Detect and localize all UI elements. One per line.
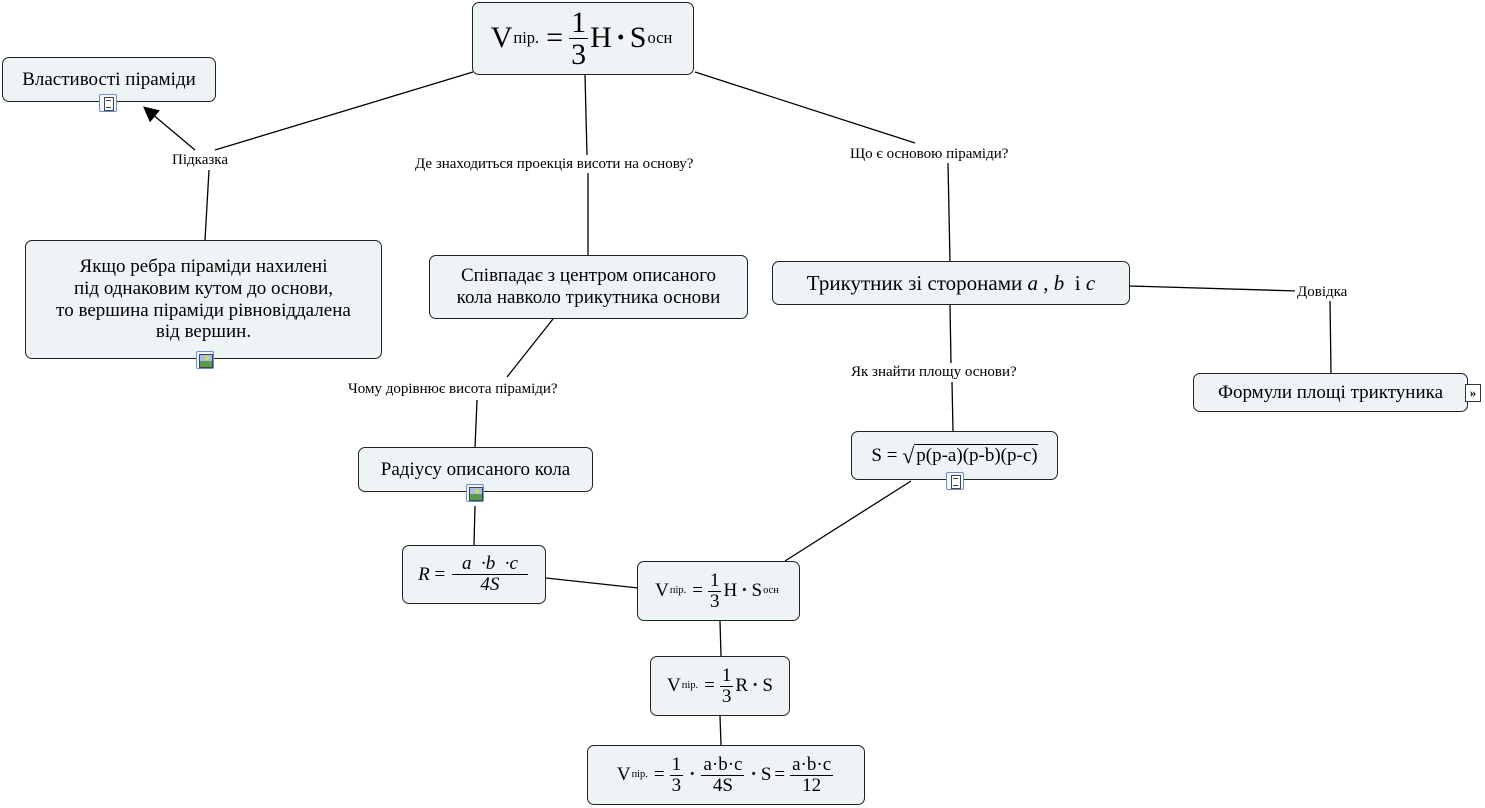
hint-line-2: під однаковим кутом до основи, <box>73 277 334 299</box>
formula-equals: = <box>704 675 715 697</box>
formula-s: S <box>760 764 772 786</box>
formula-dot: · <box>689 764 696 786</box>
sqrt-icon: √ <box>902 442 915 468</box>
formula-sub: пір. <box>681 679 699 691</box>
side-a: a <box>1027 270 1039 295</box>
radicand: p(p-a)(p-b)(p-c) <box>914 444 1038 467</box>
formula-sub: пір. <box>669 584 687 596</box>
formula-s-sub: осн <box>763 584 779 596</box>
formula-s: S <box>629 21 647 55</box>
label-height-question[interactable]: Чому дорівнює висота піраміди? <box>346 380 560 398</box>
formula-s: S <box>751 580 763 602</box>
formula-s: S <box>762 675 773 697</box>
hint-line-1: Якщо ребра піраміди нахилені <box>79 255 328 277</box>
image-icon[interactable] <box>466 484 484 502</box>
formula-v: V <box>490 21 513 55</box>
formula-sub: пір. <box>631 768 648 780</box>
node-area-formulas[interactable]: Формули площі триктуника <box>1193 373 1468 412</box>
formula-h: H <box>723 580 738 602</box>
formula-dot: · <box>741 580 748 602</box>
answer-line-2: кола навколо трикутника основи <box>456 287 721 308</box>
hint-line-3: то вершина піраміди рівновіддалена <box>56 299 351 321</box>
document-icon[interactable] <box>99 94 117 112</box>
node-label: Радіусу описаного кола <box>380 458 571 480</box>
formula-dot: · <box>752 675 759 697</box>
formula-equals: = <box>886 444 898 466</box>
label-base-question[interactable]: Що є основою піраміди? <box>848 145 1011 163</box>
formula-equals: = <box>434 563 446 585</box>
label-hint[interactable]: Підказка <box>170 151 230 169</box>
formula-s: S <box>871 444 882 466</box>
formula-equals: = <box>774 764 786 786</box>
image-icon[interactable] <box>196 351 214 369</box>
formula-h: H <box>590 21 612 55</box>
node-label: Формули площі триктуника <box>1217 381 1444 403</box>
formula-r: R <box>418 563 430 585</box>
label-area-question[interactable]: Як знайти площу основи? <box>849 363 1019 381</box>
formula-v: V <box>667 675 681 697</box>
answer-line-1: Співпадає з центром описаного <box>460 265 717 287</box>
node-label: Властивості піраміди <box>22 68 196 90</box>
comma: , <box>1043 270 1049 295</box>
hint-line-4: від вершин. <box>155 321 252 343</box>
node-projection-answer[interactable]: Співпадає з центром описаного кола навко… <box>429 255 748 319</box>
formula-v: V <box>616 764 631 786</box>
formula-equals: = <box>692 580 703 602</box>
formula-dot: · <box>615 21 626 55</box>
formula-s-sub: осн <box>647 28 673 48</box>
label-reference[interactable]: Довідка <box>1295 283 1350 301</box>
node-heron-formula[interactable]: S = √p(p-a)(p-b)(p-c) <box>851 431 1058 480</box>
expand-icon[interactable]: » <box>1465 384 1481 402</box>
and-word: і <box>1074 270 1081 295</box>
side-c: c <box>1085 270 1096 295</box>
label-projection-question[interactable]: Де знаходиться проекція висоти на основу… <box>413 155 696 173</box>
node-circumradius[interactable]: Радіусу описаного кола <box>358 447 593 492</box>
formula-v: V <box>655 580 669 602</box>
formula-dot: · <box>750 764 757 786</box>
node-hint-text[interactable]: Якщо ребра піраміди нахилені під однаков… <box>25 240 382 359</box>
side-b: b <box>1053 270 1065 295</box>
formula-r: R <box>735 675 749 697</box>
formula-equals: = <box>653 764 665 786</box>
document-icon[interactable] <box>946 472 964 490</box>
formula-sub: пір. <box>513 28 540 48</box>
formula-equals: = <box>546 21 564 55</box>
triangle-text: Трикутник зі сторонами <box>806 270 1023 295</box>
node-triangle-base[interactable]: Трикутник зі сторонами a , b і c <box>772 261 1130 305</box>
